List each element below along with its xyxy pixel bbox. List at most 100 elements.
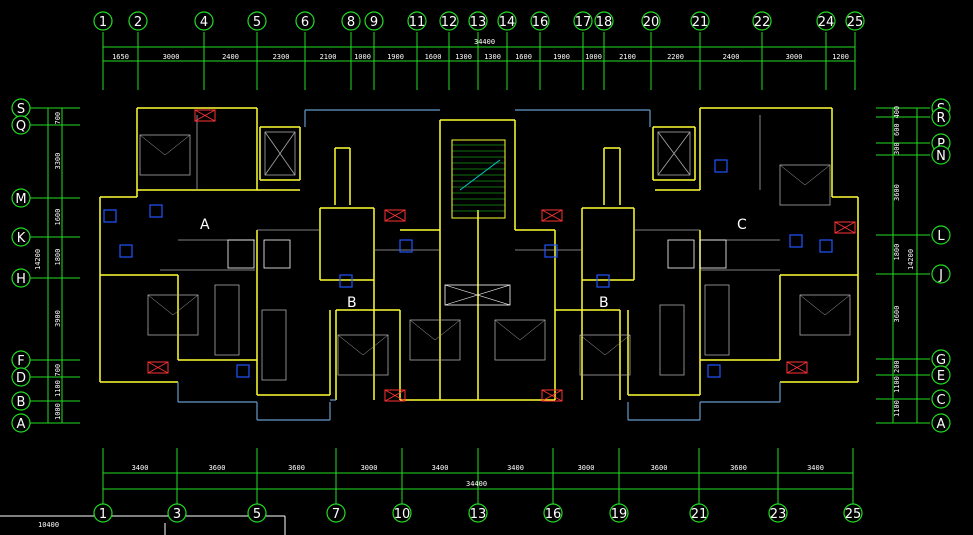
dimension-label-right: 1800: [893, 244, 901, 261]
dimension-lines: [0, 32, 930, 535]
window-cross: [384, 209, 406, 222]
axis-label-right: E: [937, 369, 945, 384]
fixtures: [103, 109, 856, 402]
left-total-dimension: 14200: [34, 249, 42, 270]
dimension-label-right: 300: [893, 142, 901, 155]
axis-bubble-bottom: [609, 503, 629, 523]
window-cross: [147, 361, 169, 374]
axis-bubble-bottom: [843, 503, 863, 523]
axis-label-top: 22: [754, 15, 771, 30]
dimension-label-right: 3600: [893, 184, 901, 201]
sanitary-fixture: [339, 274, 353, 288]
bed-line: [604, 334, 631, 356]
dimension-label-top: 1900: [553, 53, 570, 61]
axis-label-left: M: [15, 192, 26, 207]
dimension-label-right: 1100: [893, 376, 901, 393]
axis-bubble-right: [931, 145, 951, 165]
bed-line: [494, 319, 521, 341]
axis-bubble-top: [530, 11, 550, 31]
axis-bubble-top: [752, 11, 772, 31]
axis-label-top: 13: [470, 15, 487, 30]
axis-bubble-right: [931, 225, 951, 245]
axis-label-bottom: 21: [691, 507, 708, 522]
sanitary-fixture: [596, 274, 610, 288]
dimension-label-top: 1900: [387, 53, 404, 61]
top-total-dimension: 34400: [474, 38, 495, 46]
axis-bubble-bottom: [247, 503, 267, 523]
axis-label-top: 21: [692, 15, 709, 30]
axis-bubble-bottom: [392, 503, 412, 523]
bed-line: [172, 294, 199, 316]
window-cross: [384, 389, 406, 402]
axis-bubble-top: [845, 11, 865, 31]
dimension-label-bottom: 3600: [288, 464, 305, 472]
axis-label-top: 17: [575, 15, 592, 30]
axis-bubble-top: [690, 11, 710, 31]
axis-bubble-top: [439, 11, 459, 31]
bed: [409, 319, 461, 361]
dimension-label-left: 1100: [54, 380, 62, 397]
sanitary-fixture: [236, 364, 250, 378]
sofa: [214, 284, 240, 356]
window-cross: [541, 389, 563, 402]
window-cross: [834, 221, 856, 234]
dimension-label-top: 1650: [112, 53, 129, 61]
dimension-label-right: 400: [893, 106, 901, 119]
dimension-label-left: 3300: [54, 153, 62, 170]
stair-arrow: [459, 159, 501, 191]
axis-label-bottom: 16: [545, 507, 562, 522]
axis-label-right: C: [936, 393, 945, 408]
axis-label-bottom: 19: [611, 507, 628, 522]
axis-label-top: 11: [409, 15, 426, 30]
axis-label-top: 16: [532, 15, 549, 30]
axis-label-left: S: [17, 102, 25, 117]
dimension-label-left: 1800: [54, 249, 62, 266]
dimension-label-top: 2400: [723, 53, 740, 61]
axis-label-left: B: [17, 395, 26, 410]
dimension-label-top: 3000: [786, 53, 803, 61]
axis-label-bottom: 23: [770, 507, 787, 522]
bed-line: [409, 319, 436, 341]
walls: [99, 107, 859, 421]
sanitary-fixture: [819, 239, 833, 253]
axis-bubble-top: [594, 11, 614, 31]
bed: [494, 319, 546, 361]
axis-label-bottom: 10: [394, 507, 411, 522]
axis-label-top: 2: [134, 15, 142, 30]
bed: [779, 164, 831, 206]
axis-bubble-top: [641, 11, 661, 31]
window-frame: [541, 389, 563, 402]
axis-bubble-right: [931, 413, 951, 433]
dimension-label-top: 2300: [273, 53, 290, 61]
sanitary-fixture: [544, 244, 558, 258]
axis-label-bottom: 5: [253, 507, 261, 522]
bed: [579, 334, 631, 376]
axis-bubble-left: [11, 268, 31, 288]
window-frame: [541, 209, 563, 222]
axis-label-bottom: 3: [173, 507, 181, 522]
axis-bubble-top: [573, 11, 593, 31]
axis-bubble-top: [295, 11, 315, 31]
dimension-label-right: 3600: [893, 306, 901, 323]
right-total-dimension: 14200: [907, 249, 915, 270]
window-frame: [194, 109, 216, 122]
axis-label-right: R: [936, 111, 945, 126]
dimension-label-bottom: 3000: [361, 464, 378, 472]
bed-line: [139, 134, 166, 156]
bed-line: [337, 334, 364, 356]
axis-bubble-bottom: [689, 503, 709, 523]
unit-label-c: C: [737, 217, 747, 233]
dimension-label-left: 1000: [54, 403, 62, 420]
bed-line: [434, 319, 461, 341]
axis-label-right: N: [936, 149, 946, 164]
dimension-label-bottom: 3400: [432, 464, 449, 472]
bed-line: [804, 164, 831, 186]
axis-bubble-top: [364, 11, 384, 31]
axis-bubble-bottom: [468, 503, 488, 523]
axis-label-left: H: [16, 272, 26, 287]
dining-table: [263, 239, 291, 269]
window-frame: [147, 361, 169, 374]
bed-line: [519, 319, 546, 341]
